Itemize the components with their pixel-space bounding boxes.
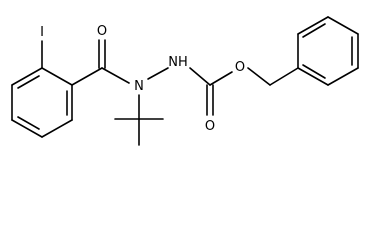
carbamate-ester-bond (209, 71, 233, 86)
oxygen-methylene-bond (247, 67, 271, 86)
carbamate-carbonyl-oxygen-label: O (205, 119, 215, 134)
iodobenzene-ring (11, 67, 73, 138)
methylene-phenyl-bond (269, 67, 299, 86)
amine-nh-label: NH (168, 55, 188, 70)
iodine-atom-label: I (40, 25, 44, 40)
aryl-carbonyl-bond (71, 67, 103, 86)
ester-oxygen-label: O (235, 60, 245, 75)
carbonyl-nitrogen-bond (101, 67, 130, 84)
carbamate-carbonyl-double-bond (206, 84, 214, 116)
tert-butyl-group (114, 94, 164, 146)
nitrogen-nitrogen-bond (147, 67, 169, 80)
amide-carbonyl-double-bond (98, 39, 106, 69)
amide-oxygen-label: O (97, 24, 107, 39)
chemical-structure-diagram: I O N NH O O (11, 16, 359, 146)
hydrazide-nitrogen-label: N (134, 79, 144, 94)
amine-carbamate-bond (189, 67, 211, 86)
phenyl-ring (297, 16, 359, 86)
